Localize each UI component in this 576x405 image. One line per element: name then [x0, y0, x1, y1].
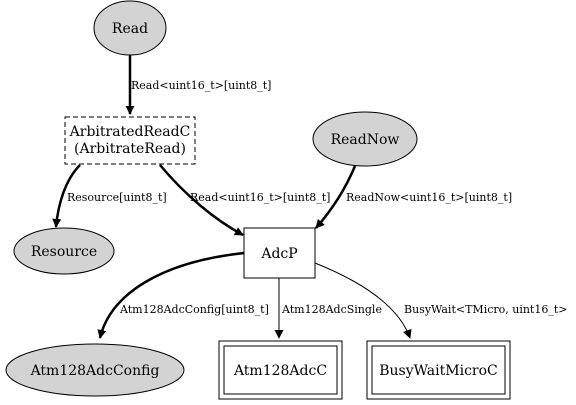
edge-adcp-to-busywait — [314, 262, 412, 339]
node-busy-wait-micro-c: BusyWaitMicroC — [366, 340, 511, 400]
label-readnow-to-adcp: ReadNow<uint16_t>[uint8_t] — [346, 191, 512, 204]
resource-label: Resource — [31, 244, 97, 260]
arbitrated-read-c-label: ArbitratedReadC — [69, 124, 191, 140]
busy-wait-micro-c-label: BusyWaitMicroC — [379, 363, 498, 379]
label-arbitrated-to-adcp: Read<uint16_t>[uint8_t] — [190, 191, 330, 204]
label-adcp-to-adcc: Atm128AdcSingle — [281, 303, 382, 316]
label-read-to-arbitrated: Read<uint16_t>[uint8_t] — [131, 79, 271, 92]
edge-arbitrated-to-resource — [52, 164, 81, 228]
adcp-label: AdcP — [260, 246, 297, 262]
arbitrated-read-c-box — [64, 116, 196, 165]
label-adcp-to-config: Atm128AdcConfig[uint8_t] — [119, 303, 269, 316]
resource-ellipse — [13, 227, 115, 275]
node-resource: Resource — [13, 227, 115, 275]
node-atm128-adc-c: Atm128AdcC — [218, 340, 343, 400]
node-adcp: AdcP — [243, 227, 316, 279]
busy-wait-micro-c-inner — [371, 345, 506, 395]
read-label: Read — [112, 21, 148, 37]
atm128-adc-config-ellipse — [5, 343, 185, 397]
edge-adcp-to-config — [97, 251, 245, 339]
edge-arbitrated-to-adcp — [159, 164, 244, 237]
edge-readnow-to-adcp — [315, 165, 357, 229]
node-atm128-adc-config: Atm128AdcConfig — [5, 343, 185, 397]
label-adcp-to-busywait: BusyWait<TMicro, uint16_t> — [404, 303, 568, 316]
arbitrated-read-c-sublabel: (ArbitrateRead) — [74, 141, 186, 157]
adcp-box — [243, 227, 316, 279]
edge-labels: Read<uint16_t>[uint8_t] Resource[uint8_t… — [67, 79, 568, 316]
node-read: Read — [93, 0, 167, 56]
atm128-adc-c-inner — [223, 345, 338, 395]
atm128-adc-c-label: Atm128AdcC — [233, 363, 327, 379]
read-now-label: ReadNow — [331, 132, 400, 148]
atm128-adc-config-label: Atm128AdcConfig — [30, 363, 160, 379]
node-read-now: ReadNow — [312, 111, 418, 167]
edges — [52, 55, 412, 339]
node-arbitrated-read-c: ArbitratedReadC (ArbitrateRead) — [64, 116, 196, 165]
read-now-ellipse — [312, 111, 418, 167]
read-ellipse — [93, 0, 167, 56]
label-arbitrated-to-resource: Resource[uint8_t] — [67, 191, 167, 204]
